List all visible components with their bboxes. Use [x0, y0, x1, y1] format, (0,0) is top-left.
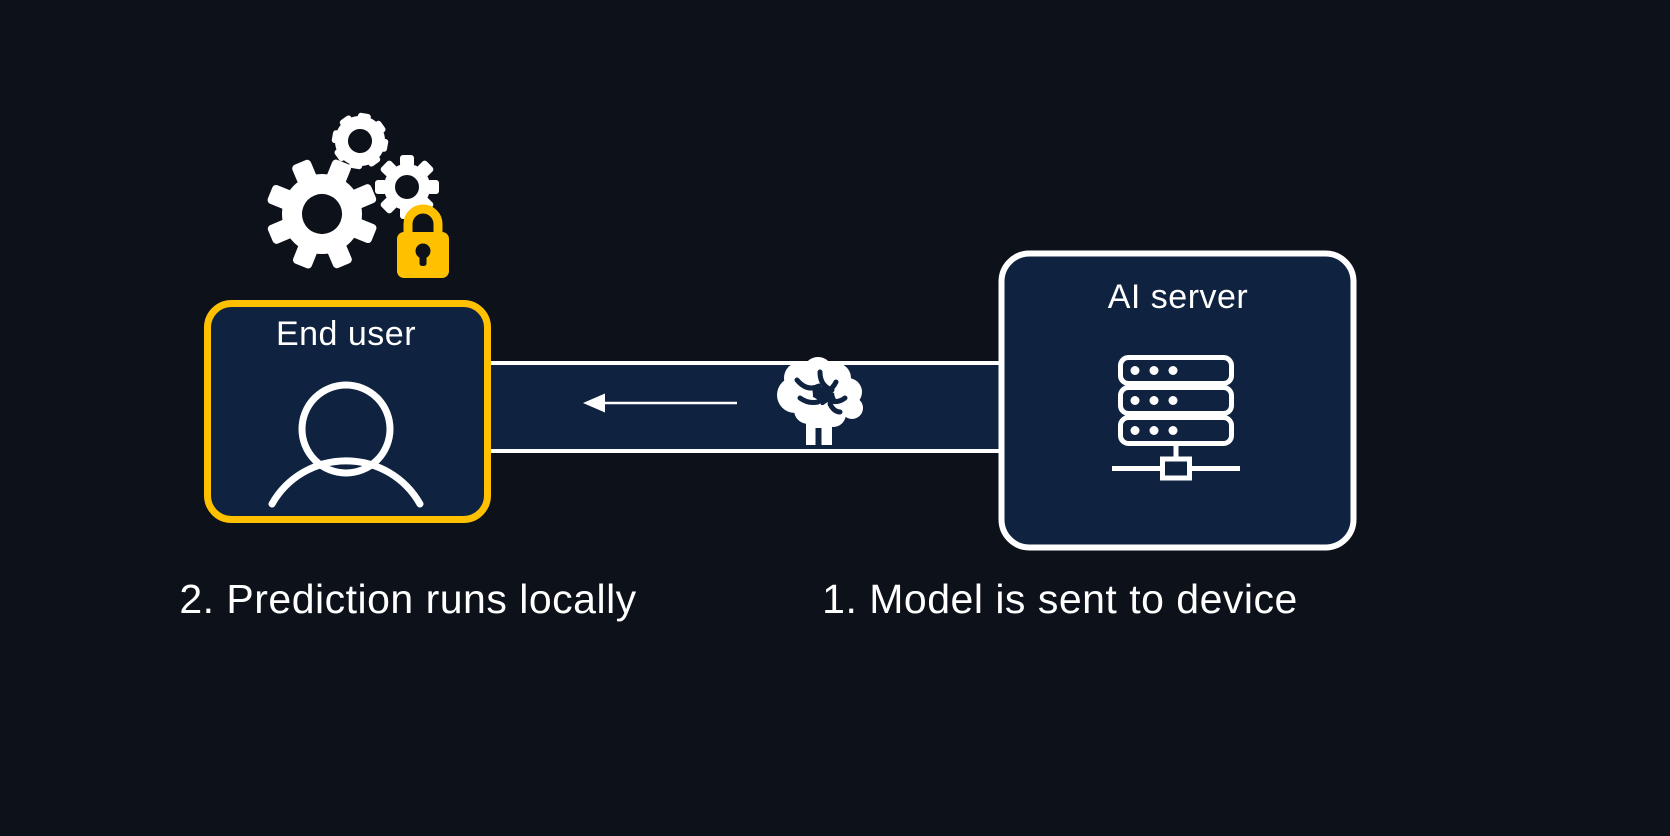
caption-prediction-runs-locally: 2. Prediction runs locally	[179, 576, 637, 622]
end-user-box	[204, 300, 491, 523]
caption-model-sent-to-device: 1. Model is sent to device	[822, 576, 1298, 622]
brain-icon	[777, 357, 863, 445]
server-rack-icon	[1112, 355, 1240, 481]
arrow-left-icon	[583, 393, 737, 413]
user-icon	[268, 381, 424, 508]
lock-icon	[397, 204, 449, 278]
end-user-box-label: End user	[275, 315, 417, 353]
ai-server-box-label: AI server	[1107, 278, 1249, 316]
connector-band	[478, 361, 1007, 453]
